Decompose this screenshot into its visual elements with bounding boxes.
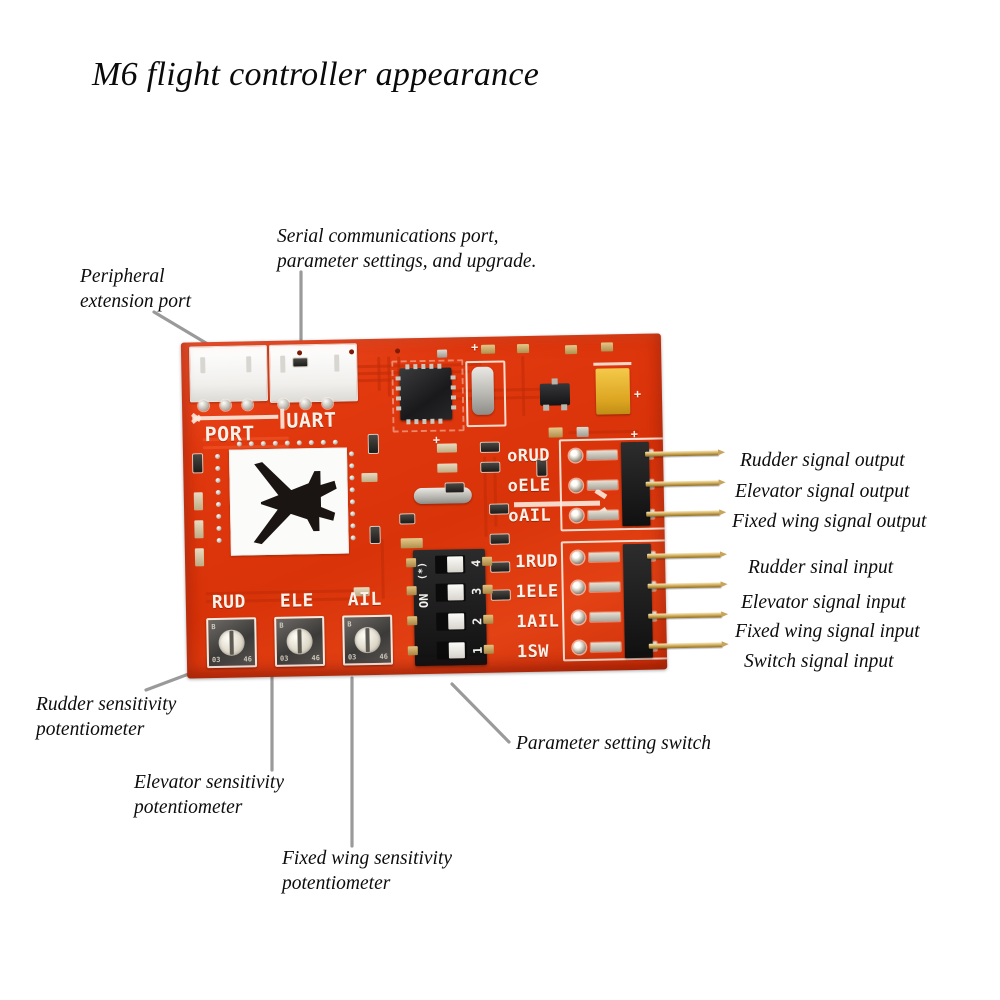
dip-on-label: ON xyxy=(416,593,431,609)
silk-input-ele: 1ELE xyxy=(515,581,559,603)
parameter-setting-dip-switch[interactable]: ON (*) 4 3 2 1 xyxy=(406,548,494,667)
label-elevator-sensitivity-potentiometer: Elevator sensitivity potentiometer xyxy=(134,772,285,818)
pot-mark-br: 46 xyxy=(379,652,389,661)
pcb-substrate: PORT UART xyxy=(180,333,668,679)
silk-output-ail: oAIL xyxy=(508,505,552,527)
label-fixed-wing-signal-output: Fixed wing signal output xyxy=(732,511,927,532)
sot23-regulator xyxy=(539,378,571,411)
label-elevator-signal-input: Elevator signal input xyxy=(741,592,906,613)
label-fixed-wing-sensitivity-potentiometer: Fixed wing sensitivity potentiometer xyxy=(282,848,453,894)
tantalum-capacitor xyxy=(595,368,631,415)
silk-input-sw: 1SW xyxy=(516,641,550,663)
label-rudder-signal-output: Rudder signal output xyxy=(740,450,905,471)
label-peripheral-extension-port: Peripheral extension port xyxy=(80,266,192,312)
label-rudder-sensitivity-potentiometer: Rudder sensitivity potentiometer xyxy=(36,694,177,740)
input-pin-header[interactable] xyxy=(622,543,653,659)
airplane-sticker xyxy=(228,447,349,556)
leader-parameter-setting-switch xyxy=(450,682,511,744)
dip-lever-2[interactable] xyxy=(448,613,465,630)
flight-controller-board: PORT UART xyxy=(175,325,723,682)
silk-input-rud: 1RUD xyxy=(514,551,559,573)
dip-number-1: 1 xyxy=(470,646,485,655)
pot-mark-tl: B xyxy=(279,621,284,630)
label-rudder-signal-input: Rudder sinal input xyxy=(748,557,894,578)
label-switch-signal-input: Switch signal input xyxy=(744,651,894,672)
silk-input-ail: 1AIL xyxy=(516,611,560,633)
pot-mark-bl: 03 xyxy=(347,653,357,662)
pot-mark-bl: 03 xyxy=(211,655,221,665)
dip-bracket-label: (*) xyxy=(417,561,429,581)
dip-lever-1[interactable] xyxy=(448,642,465,659)
pot-screw-slot xyxy=(229,630,234,655)
silk-pot-rud: RUD xyxy=(211,591,247,614)
label-elevator-signal-output: Elevator signal output xyxy=(735,481,910,502)
silk-uart-label: UART xyxy=(286,407,337,433)
pot-mark-br: 46 xyxy=(311,654,321,663)
port-jst-connector[interactable] xyxy=(188,344,268,403)
dip-number-3: 3 xyxy=(469,587,484,596)
pot-mark-br: 46 xyxy=(243,655,253,664)
dip-lever-3[interactable] xyxy=(447,584,464,601)
silk-pot-ail: AIL xyxy=(347,588,383,611)
silk-pot-ele: ELE xyxy=(279,590,315,612)
label-serial-communications-port: Serial communications port, parameter se… xyxy=(277,226,537,272)
fixed-wing-sensitivity-potentiometer[interactable]: B 03 46 xyxy=(342,614,394,666)
label-fixed-wing-signal-input: Fixed wing signal input xyxy=(735,621,920,642)
airplane-icon xyxy=(253,462,337,545)
pot-mark-bl: 03 xyxy=(279,654,289,663)
pot-screw-slot xyxy=(365,628,370,653)
silk-port-label: PORT xyxy=(204,421,256,447)
silk-output-rud: oRUD xyxy=(506,445,551,467)
rudder-sensitivity-potentiometer[interactable]: B 03 46 xyxy=(206,617,258,669)
page-title: M6 flight controller appearance xyxy=(92,56,540,93)
elevator-sensitivity-potentiometer[interactable]: B 03 46 xyxy=(274,615,326,667)
label-parameter-setting-switch: Parameter setting switch xyxy=(516,733,711,754)
dip-number-2: 2 xyxy=(470,617,485,626)
pot-screw-slot xyxy=(297,629,302,654)
silk-output-ele: oELE xyxy=(507,475,551,497)
uart-jst-connector[interactable] xyxy=(268,343,359,403)
dip-number-4: 4 xyxy=(469,559,484,568)
pot-mark-tl: B xyxy=(347,620,352,629)
dip-lever-4[interactable] xyxy=(447,556,464,573)
pot-mark-tl: B xyxy=(211,623,216,632)
